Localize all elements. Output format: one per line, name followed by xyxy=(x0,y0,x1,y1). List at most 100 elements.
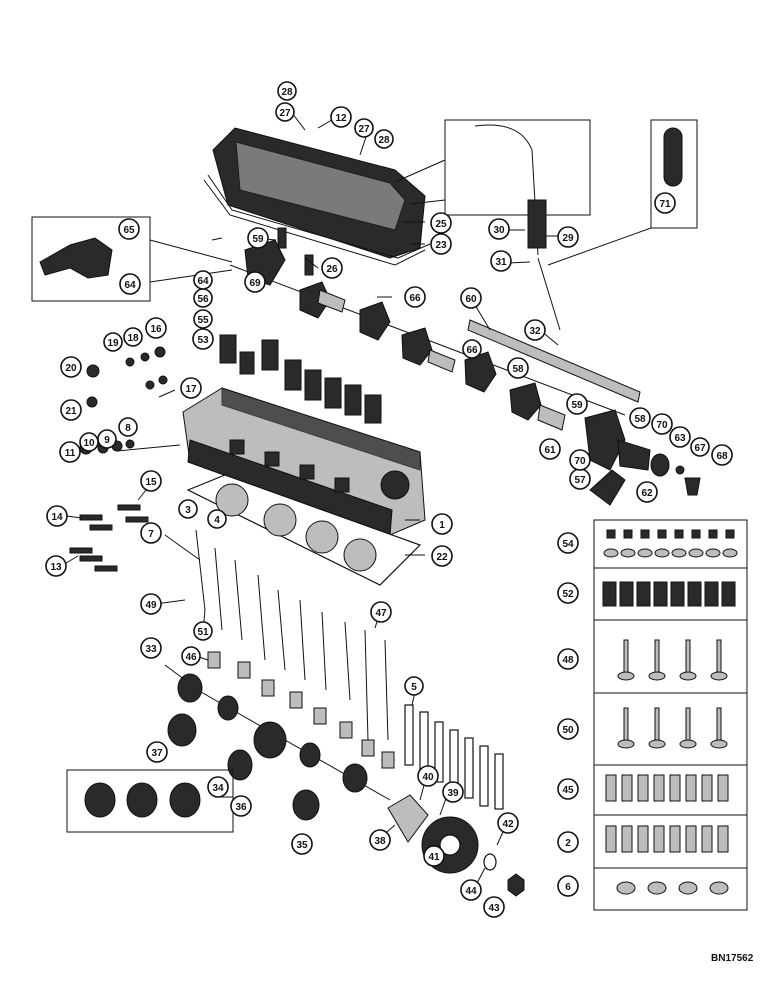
cylinder-head xyxy=(182,387,426,536)
callout: 30 xyxy=(488,218,510,240)
svg-text:20: 20 xyxy=(65,363,77,374)
callout: 54 xyxy=(557,532,579,554)
svg-text:59: 59 xyxy=(571,400,583,411)
callout: 27 xyxy=(275,102,295,122)
callout: 60 xyxy=(460,287,482,309)
callout: 22 xyxy=(431,545,453,567)
svg-text:63: 63 xyxy=(674,433,686,444)
svg-text:57: 57 xyxy=(574,475,586,486)
callout: 65 xyxy=(118,218,140,240)
rocker-bracket-inset xyxy=(31,216,233,302)
svg-text:28: 28 xyxy=(281,87,293,98)
svg-text:22: 22 xyxy=(436,552,448,563)
svg-text:29: 29 xyxy=(562,233,574,244)
svg-text:28: 28 xyxy=(378,135,390,146)
breather-element-inset xyxy=(547,119,698,266)
callout: 59 xyxy=(566,393,588,415)
svg-text:51: 51 xyxy=(197,627,209,638)
callout: 39 xyxy=(442,781,464,803)
callout: 16 xyxy=(145,317,167,339)
callout: 7 xyxy=(140,522,162,544)
callout: 8 xyxy=(118,417,138,437)
callout: 28 xyxy=(277,81,297,101)
kit-parts-art xyxy=(602,529,738,895)
svg-text:9: 9 xyxy=(104,435,110,446)
callout: 70 xyxy=(651,413,673,435)
tappet-part xyxy=(653,825,665,853)
callout: 17 xyxy=(180,377,202,399)
tappet-part xyxy=(701,774,713,802)
callout: 33 xyxy=(140,637,162,659)
camshaft-gear xyxy=(387,794,525,897)
tappet-part xyxy=(669,825,681,853)
svg-text:66: 66 xyxy=(466,345,478,356)
svg-text:41: 41 xyxy=(428,852,440,863)
callout-bubbles: 1 2 3 4 5 6 7 8 9 10 11 12 13 14 15 16 1… xyxy=(45,81,733,918)
valve-spring-part xyxy=(670,581,685,607)
callout: 29 xyxy=(557,226,579,248)
svg-text:46: 46 xyxy=(185,652,197,663)
svg-text:10: 10 xyxy=(83,438,95,449)
callout: 49 xyxy=(140,593,162,615)
valve-key-part xyxy=(691,529,701,539)
valves-and-pushrods xyxy=(195,529,395,769)
rocker-shaft-assembly xyxy=(211,227,651,471)
callout: 5 xyxy=(404,676,424,696)
rocker-cover xyxy=(203,127,431,266)
spring-cap-part xyxy=(722,548,738,558)
svg-text:65: 65 xyxy=(123,225,135,236)
tappet-part xyxy=(605,774,617,802)
callout: 11 xyxy=(59,441,81,463)
valve-spring-part xyxy=(636,581,651,607)
svg-text:50: 50 xyxy=(562,725,574,736)
svg-text:11: 11 xyxy=(65,448,76,459)
callout: 41 xyxy=(423,845,445,867)
valve-head-part xyxy=(710,671,728,681)
spring-cap-part xyxy=(603,548,619,558)
svg-text:56: 56 xyxy=(197,294,209,305)
spring-cap-part xyxy=(705,548,721,558)
svg-text:18: 18 xyxy=(127,333,139,344)
tappet-part xyxy=(605,825,617,853)
callout: 32 xyxy=(524,319,546,341)
valve-key-part xyxy=(725,529,735,539)
callout: 47 xyxy=(370,601,392,623)
valve-head-part xyxy=(710,739,728,749)
svg-text:70: 70 xyxy=(656,420,668,431)
svg-text:16: 16 xyxy=(150,324,162,335)
tappet-part xyxy=(637,825,649,853)
spring-cap-part xyxy=(671,548,687,558)
valve-head-part xyxy=(679,671,697,681)
svg-text:8: 8 xyxy=(125,423,131,434)
svg-text:1: 1 xyxy=(439,520,445,531)
callout: 66 xyxy=(462,339,482,359)
svg-text:61: 61 xyxy=(544,445,556,456)
callout: 66 xyxy=(404,286,426,308)
callout: 50 xyxy=(557,718,579,740)
svg-text:26: 26 xyxy=(326,264,338,275)
callout: 13 xyxy=(45,555,67,577)
callout: 63 xyxy=(669,426,691,448)
callout: 9 xyxy=(97,429,117,449)
svg-text:35: 35 xyxy=(296,840,308,851)
valve-spring-part xyxy=(687,581,702,607)
valve-stem-part xyxy=(623,639,629,675)
callout: 56 xyxy=(193,288,213,308)
svg-text:43: 43 xyxy=(488,903,500,914)
svg-text:13: 13 xyxy=(50,562,62,573)
push-rods xyxy=(404,704,504,810)
tappet-part xyxy=(653,774,665,802)
svg-text:53: 53 xyxy=(197,335,209,346)
svg-text:58: 58 xyxy=(512,364,524,375)
kit-panels xyxy=(593,519,748,911)
valve-stem-part xyxy=(716,707,722,743)
callout: 62 xyxy=(636,481,658,503)
svg-text:55: 55 xyxy=(197,315,209,326)
callout: 1 xyxy=(431,513,453,535)
svg-text:64: 64 xyxy=(197,276,209,287)
svg-text:49: 49 xyxy=(145,600,157,611)
leader-lines xyxy=(65,112,559,886)
tappet-part xyxy=(701,825,713,853)
callout: 52 xyxy=(557,582,579,604)
svg-text:64: 64 xyxy=(124,280,136,291)
